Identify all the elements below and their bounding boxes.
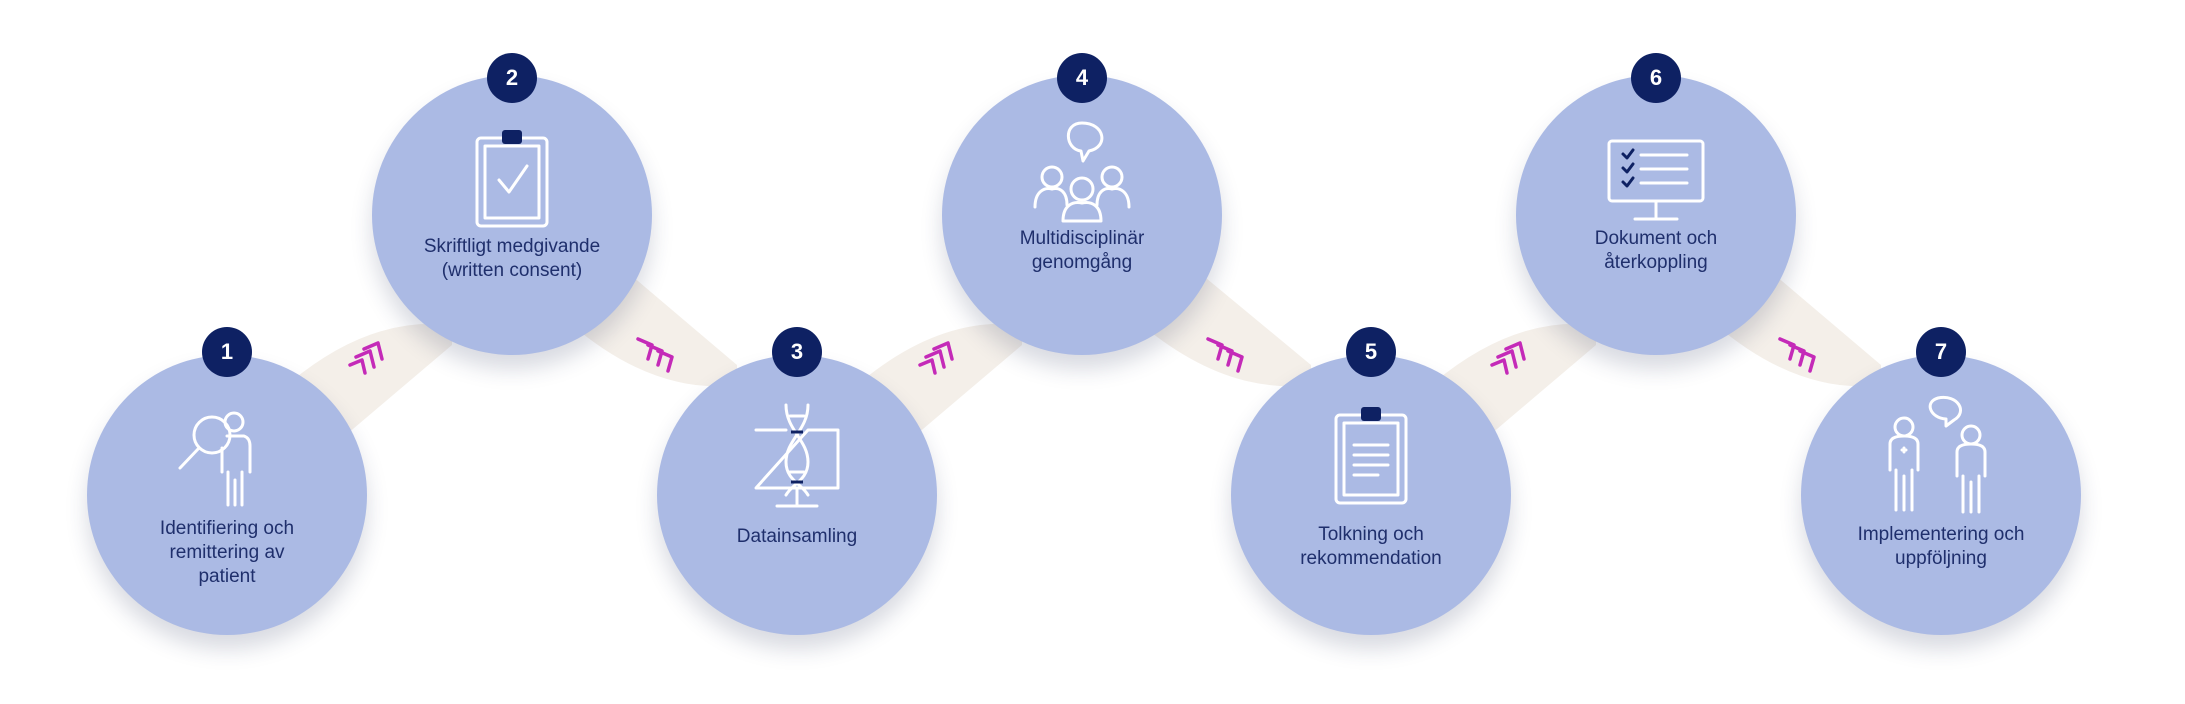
step-number-badge: 1: [202, 327, 252, 377]
step-label: Tolkning och rekommendation: [1300, 524, 1442, 569]
step-2: Skriftligt medgivande (written consent): [372, 75, 652, 355]
step-number-badge: 4: [1057, 53, 1107, 103]
step-4: Multidisciplinär genomgång: [942, 75, 1222, 355]
step-label: Datainsamling: [736, 526, 858, 547]
step-label: Skriftligt medgivande (written consent): [423, 236, 601, 281]
dna-monitor-icon: [754, 403, 840, 508]
step-3: Datainsamling: [657, 355, 937, 635]
step-5: Tolkning och rekommendation: [1231, 355, 1511, 635]
clipboard-check-icon: [475, 130, 549, 228]
step-label: Identifiering och remittering av patient: [159, 518, 295, 587]
step-label: Implementering och uppföljning: [1857, 524, 2025, 569]
chevron-up-right-icon: [1490, 341, 1526, 375]
step-number-badge: 2: [487, 53, 537, 103]
team-discussion-icon: [1033, 121, 1131, 223]
step-number-badge: 3: [772, 327, 822, 377]
step-number-badge: 6: [1631, 53, 1681, 103]
clipboard-report-icon: [1334, 407, 1408, 505]
doctor-patient-icon: [1888, 395, 1987, 514]
chevron-up-right-icon: [348, 341, 384, 375]
step-label: Multidisciplinär genomgång: [1019, 228, 1145, 273]
chevron-down-right-icon: [636, 337, 674, 373]
chevron-up-right-icon: [918, 341, 954, 375]
patient-search-icon: [178, 411, 252, 507]
step-number-badge: 7: [1916, 327, 1966, 377]
step-label: Dokument och återkoppling: [1594, 228, 1718, 273]
chevron-down-right-icon: [1206, 337, 1244, 373]
step-6: Dokument och återkoppling: [1516, 75, 1796, 355]
monitor-checklist-icon: [1607, 139, 1705, 221]
chevron-down-right-icon: [1778, 337, 1816, 373]
step-circle: [372, 75, 652, 355]
step-7: Implementering och uppföljning: [1801, 355, 2081, 635]
step-1: Identifiering och remittering av patient: [87, 355, 367, 635]
step-circle: [1801, 355, 2081, 635]
step-number-badge: 5: [1346, 327, 1396, 377]
